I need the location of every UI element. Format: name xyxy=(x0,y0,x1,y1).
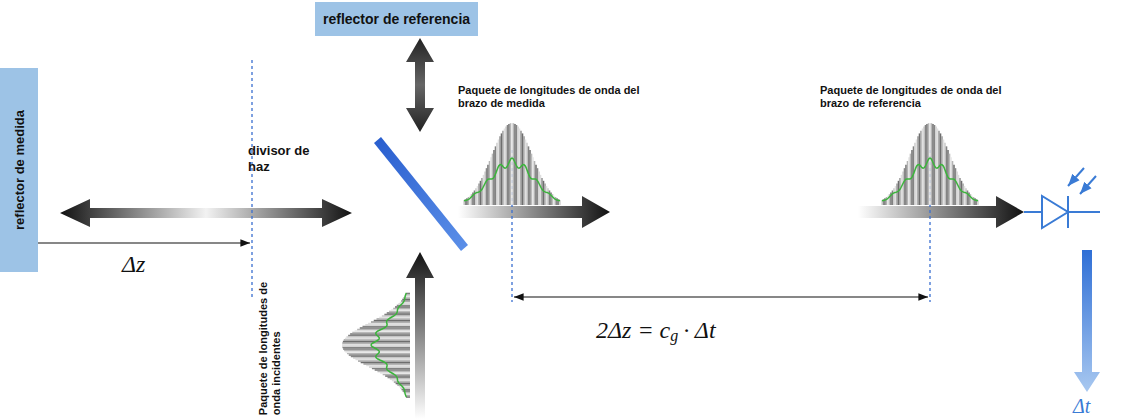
packet-label: Paquete de longitudes de onda del brazo … xyxy=(820,84,1030,110)
wave-packet xyxy=(342,293,410,397)
equation-part: 2Δz = c xyxy=(596,316,670,345)
measure-beam-arrow xyxy=(60,199,352,227)
time-label: Δt xyxy=(1073,394,1090,418)
equation-subscript: g xyxy=(670,326,678,345)
packet-label: Paquete de longitudes de onda incidentes xyxy=(257,265,283,415)
wave-packet xyxy=(882,123,978,205)
dimension-line xyxy=(514,296,928,297)
incident-beam-arrow xyxy=(406,252,434,419)
equation-part: · Δt xyxy=(683,316,715,345)
component-label: divisor de haz xyxy=(248,143,310,174)
reference-reflector: reflector de referencia xyxy=(315,2,478,36)
signal-arrow xyxy=(1074,250,1100,392)
dimension-label: Δz xyxy=(122,250,145,279)
reflector-label: reflector de medida xyxy=(12,110,27,230)
measure-reflector: reflector de medida xyxy=(0,68,38,272)
dimension-line xyxy=(10,242,250,243)
reference-beam-arrow xyxy=(406,38,434,132)
dashed-line xyxy=(251,60,252,300)
packet-label: Paquete de longitudes de onda del brazo … xyxy=(458,84,648,110)
reflector-label: reflector de referencia xyxy=(323,11,470,27)
wave-packet xyxy=(464,123,560,205)
beam-splitter xyxy=(374,137,468,251)
photodiode-symbol xyxy=(1024,168,1100,228)
wave-packets xyxy=(342,123,978,397)
